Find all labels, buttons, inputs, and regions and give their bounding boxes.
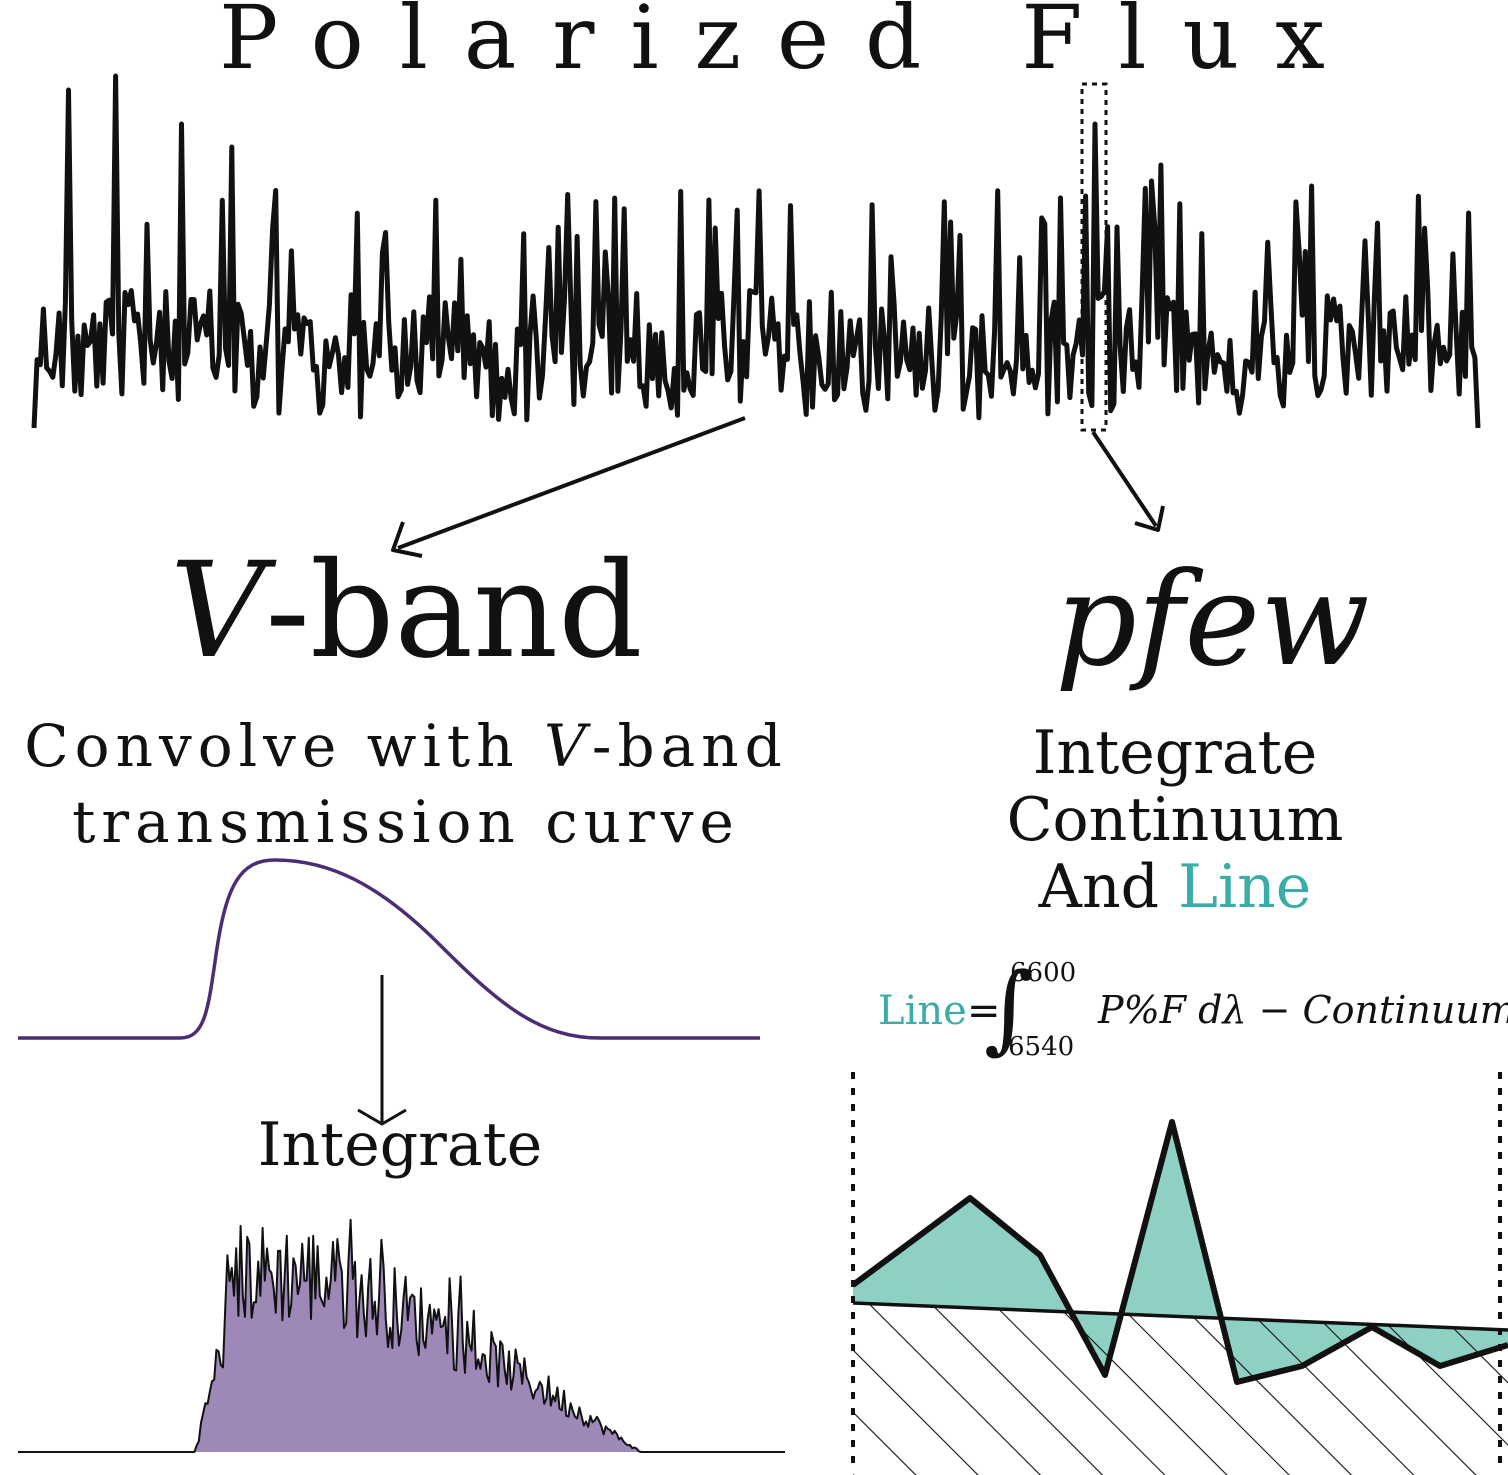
line3-prefix: And xyxy=(1038,852,1179,922)
vband-transmission-curve xyxy=(18,858,760,1040)
integrate-step-right-line2: Continuum xyxy=(1006,785,1344,855)
line3-highlight: Line xyxy=(1178,852,1312,922)
continuum-hatched-area xyxy=(853,1303,1508,1475)
formula-lhs: Line xyxy=(878,988,967,1034)
convolve-suffix: -band xyxy=(591,712,788,780)
integral-sign-icon: ∫ xyxy=(984,952,1035,1064)
line-selection-box xyxy=(1080,82,1108,432)
convolved-spectrum-line xyxy=(18,1218,785,1453)
formula-equals: = xyxy=(967,988,1001,1034)
arrow-to-pfew-icon xyxy=(1091,430,1165,532)
formula-integrand: P%F dλ − Continuum xyxy=(1098,988,1508,1032)
page-title: Polarized Flux xyxy=(219,0,1361,89)
pfew-panel xyxy=(853,1119,1508,1475)
formula-upper-limit: 6600 xyxy=(1010,958,1077,988)
convolve-step-line1: Convolve with V-band xyxy=(0,712,812,780)
polarized-flux-spectrum xyxy=(31,73,1481,429)
convolved-spectrum-fill xyxy=(18,1219,785,1452)
pfew-heading: pfew xyxy=(1055,546,1370,695)
continuum-line xyxy=(853,1301,1508,1332)
formula-lower-limit: 6540 xyxy=(1008,1032,1075,1062)
line-area-fill xyxy=(853,1122,1508,1382)
integrate-step-left: Integrate xyxy=(257,1110,543,1180)
pfew-formula: Line = ∫ 6600 6540 P%F dλ − Continuum xyxy=(878,952,1508,1064)
convolve-prefix: Convolve with xyxy=(24,712,545,780)
vband-heading-rest: -band xyxy=(265,534,643,688)
integrate-step-right-line1: Integrate xyxy=(1032,718,1318,788)
line-profile xyxy=(853,1119,1508,1385)
vband-heading: V-band xyxy=(170,534,643,688)
arrow-down-icon xyxy=(357,975,407,1126)
vband-heading-italic: V xyxy=(170,534,266,688)
integrate-step-right-line3: And Line xyxy=(990,852,1360,922)
arrow-to-vband-icon xyxy=(391,416,746,558)
convolve-italic: V xyxy=(544,712,592,780)
convolve-step-line2: transmission curve xyxy=(72,788,740,856)
